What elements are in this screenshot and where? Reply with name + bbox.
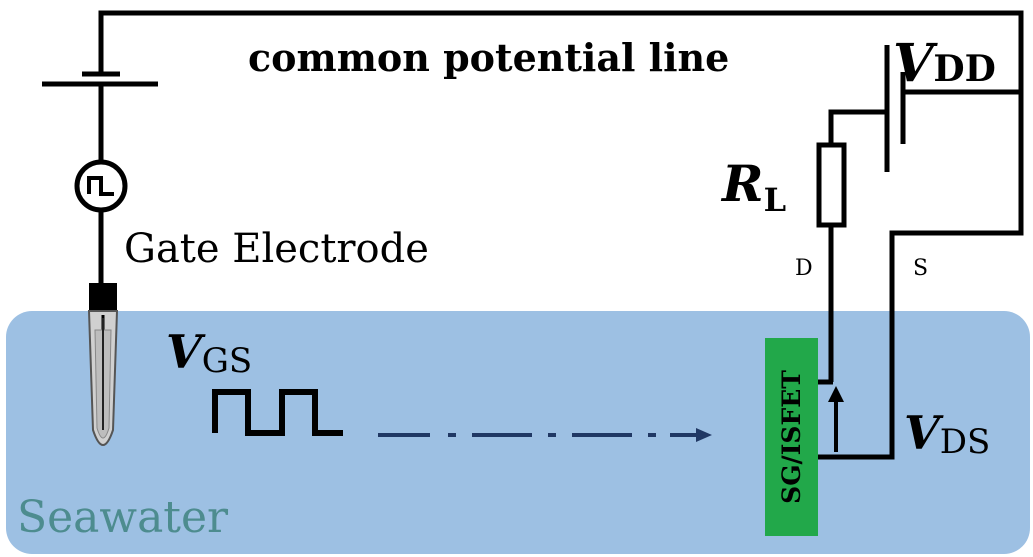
source-label: S xyxy=(913,256,928,281)
vgs-label: VGS xyxy=(166,325,252,381)
pulse-source-icon xyxy=(74,159,128,213)
vds-label-main: V xyxy=(904,406,944,460)
source-wire xyxy=(818,92,1024,460)
drain-label: D xyxy=(795,256,813,281)
rl-label: RL xyxy=(720,154,786,219)
vdd-label-main: V xyxy=(893,33,938,94)
sensor-label: SG/ISFET xyxy=(777,370,806,504)
vdd-label-sub: DD xyxy=(933,48,995,90)
sensor-body xyxy=(765,338,818,536)
current-arrow xyxy=(828,386,844,452)
vds-label: VDS xyxy=(904,406,990,462)
vdd-to-resistor-wire xyxy=(828,109,887,145)
common-potential-line xyxy=(98,10,1024,95)
load-resistor-icon xyxy=(816,142,847,228)
vdd-battery-icon xyxy=(884,45,906,172)
vds-label-sub: DS xyxy=(940,422,991,462)
rl-label-main: R xyxy=(720,154,764,213)
vgs-label-sub: GS xyxy=(202,341,252,381)
vgs-label-main: V xyxy=(166,325,206,379)
seawater-label: Seawater xyxy=(17,492,229,543)
vgs-waveform xyxy=(212,389,343,436)
signal-flow-arrowhead xyxy=(696,428,712,442)
rl-label-sub: L xyxy=(764,181,787,219)
gate-battery-icon xyxy=(42,71,158,87)
reference-electrode-icon xyxy=(87,283,119,446)
gate-electrode-label: Gate Electrode xyxy=(124,226,429,272)
vdd-label: VDD xyxy=(893,33,996,94)
common-line-label: common potential line xyxy=(248,35,729,80)
